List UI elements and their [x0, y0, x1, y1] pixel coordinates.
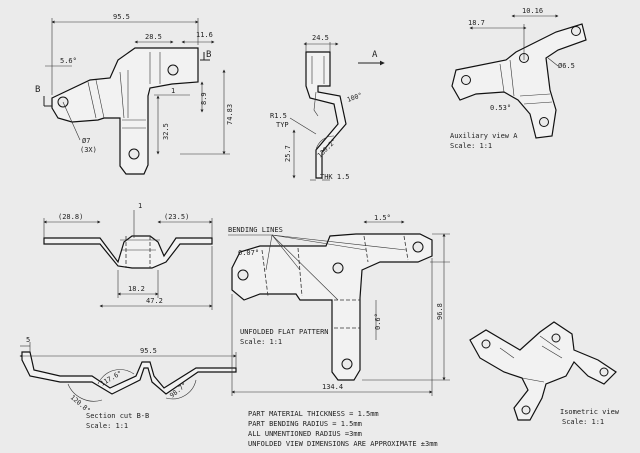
iso-hole-top [551, 333, 561, 343]
front-view: 95.5 28.5 11.6 5.6° 1 8.9 32.5 74.83 Ø7 … [35, 13, 234, 175]
iso-hole-right [599, 367, 609, 377]
note-1: PART MATERIAL THICKNESS = 1.5mm [248, 410, 379, 418]
flat-hole-bottom [341, 358, 353, 370]
dim-95-5: 95.5 [113, 13, 130, 21]
iso-scale: Scale: 1:1 [562, 418, 604, 426]
dim-11-6: 11.6 [196, 31, 213, 39]
auxiliary-view: 18.7 10.16 Ø6.5 0.53° Auxiliary view A S… [450, 7, 587, 150]
note-4: UNFOLDED VIEW DIMENSIONS ARE APPROXIMATE… [248, 440, 438, 448]
flat-scale: Scale: 1:1 [240, 338, 282, 346]
note-3: ALL UNMENTIONED RADIUS =3mm [248, 430, 362, 438]
aux-hole-left [461, 75, 471, 85]
dim-6-5: Ø6.5 [558, 62, 575, 70]
section-title: Section cut B-B [86, 412, 149, 420]
dim-hole-dia: Ø7 [82, 137, 90, 145]
aux-hole-top [571, 26, 581, 36]
flat-pattern-view: BENDING LINES 6.07° 1.5° 0.6° 96.8 134.4… [228, 214, 450, 396]
dim-134-4: 134.4 [322, 383, 343, 391]
dim-8-9: 8.9 [200, 92, 208, 105]
flat-hole-right [412, 241, 424, 253]
aux-title: Auxiliary view A [450, 132, 518, 140]
dim-0-53: 0.53° [490, 104, 511, 112]
dim-28-5: 28.5 [145, 33, 162, 41]
bending-lines-label: BENDING LINES [228, 226, 283, 234]
front-hole-top [167, 64, 179, 76]
dim-96-8: 96.8 [436, 303, 444, 320]
dim-hole-count: (3X) [80, 146, 97, 154]
aux-scale: Scale: 1:1 [450, 142, 492, 150]
dim-18-2: 18.2 [128, 285, 145, 293]
note-2: PART BENDING RADIUS = 1.5mm [248, 420, 362, 428]
dim-25-7: 25.7 [284, 145, 292, 162]
dim-10-16: 10.16 [522, 7, 543, 15]
flat-hole-left [237, 269, 249, 281]
dim-top-1: 1 [138, 202, 142, 210]
dim-28-8: (28.8) [58, 213, 83, 221]
dim-32-5: 32.5 [162, 123, 170, 140]
side-view: 24.5 100° R1.5 TYP 25.7 130.2° THK 1.5 A [270, 34, 385, 181]
dim-1: 1 [171, 87, 175, 95]
view-arrow-a: A [372, 50, 378, 60]
iso-hole-left [481, 339, 491, 349]
front-hole-bottom [128, 148, 140, 160]
isometric-view: Isometric view Scale: 1:1 [469, 321, 620, 426]
dim-23-5: (23.5) [164, 213, 189, 221]
top-view: (28.8) (23.5) 1 18.2 47.2 [43, 202, 213, 310]
dim-flat-1-5: 1.5° [374, 214, 391, 222]
dim-47-2: 47.2 [146, 297, 163, 305]
dim-0-6: 0.6° [374, 313, 382, 330]
dim-5-6: 5.6° [60, 57, 77, 65]
iso-title: Isometric view [560, 408, 620, 416]
section-mark-right: B [206, 50, 211, 60]
flat-title: UNFOLDED FLAT PATTERN [240, 328, 329, 336]
dim-100deg: 100° [346, 91, 363, 104]
notes-block: PART MATERIAL THICKNESS = 1.5mm PART BEN… [248, 410, 438, 448]
dim-24-5: 24.5 [312, 34, 329, 42]
section-view: 5 95.5 120.8° 117.6° 98.7° Section cut B… [19, 336, 237, 430]
dim-74-83: 74.83 [226, 104, 234, 125]
thickness: THK 1.5 [320, 173, 350, 181]
section-mark-left: B [35, 85, 40, 95]
iso-hole-bottom [521, 405, 531, 415]
dim-18-7: 18.7 [468, 19, 485, 27]
dim-5: 5 [26, 336, 30, 344]
dim-typ: TYP [276, 121, 289, 129]
dim-section-95-5: 95.5 [140, 347, 157, 355]
flat-hole-mid [332, 262, 344, 274]
section-scale: Scale: 1:1 [86, 422, 128, 430]
aux-hole-bottom [539, 117, 549, 127]
dim-6-07: 6.07° [238, 249, 259, 257]
dim-r1-5: R1.5 [270, 112, 287, 120]
